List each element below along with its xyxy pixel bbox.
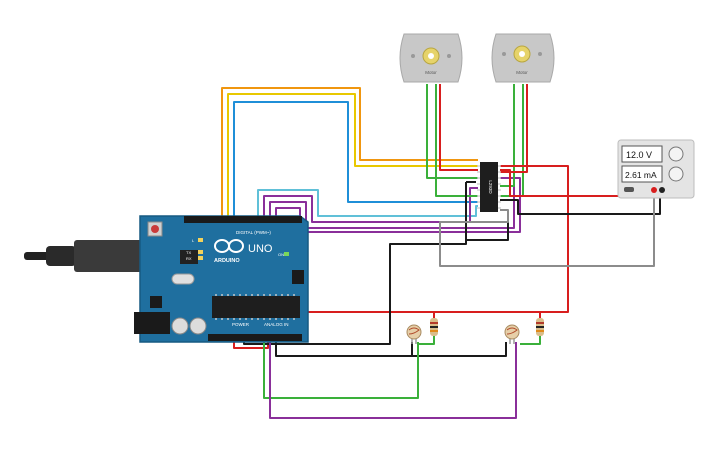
wire-green-m2a[interactable] bbox=[500, 84, 515, 187]
photoresistor-1[interactable] bbox=[406, 324, 422, 344]
photoresistor-2[interactable] bbox=[504, 324, 520, 344]
power-switch[interactable] bbox=[624, 187, 634, 192]
motor-2-label: Motor bbox=[516, 70, 528, 75]
reset-button[interactable] bbox=[151, 225, 159, 233]
positive-terminal[interactable] bbox=[651, 187, 657, 193]
l-label: L bbox=[192, 238, 195, 243]
wire-green-sensor2[interactable] bbox=[520, 336, 541, 345]
led-on bbox=[284, 252, 289, 256]
wire-black-sensor2[interactable] bbox=[412, 342, 507, 357]
power-jack bbox=[134, 312, 170, 334]
capacitor-2 bbox=[189, 317, 207, 335]
crystal bbox=[171, 273, 195, 285]
led-rx bbox=[198, 256, 203, 260]
digital-label: DIGITAL (PWM~) bbox=[236, 230, 271, 235]
tx-label: TX bbox=[186, 250, 191, 255]
driver-label: L293D bbox=[488, 180, 493, 194]
motor-driver-l293d[interactable]: L293D bbox=[477, 162, 501, 212]
voltage-value: 12.0 V bbox=[626, 150, 652, 160]
rx-label: RX bbox=[186, 256, 192, 261]
power-analog-header bbox=[208, 334, 302, 341]
led-l bbox=[198, 238, 203, 242]
motor-2[interactable]: Motor bbox=[491, 33, 555, 83]
wire-black-sensor[interactable] bbox=[275, 338, 413, 357]
wire-blue[interactable] bbox=[233, 101, 478, 222]
voltage-display bbox=[621, 145, 663, 163]
atmega-chip bbox=[212, 296, 300, 318]
wire-purple-a[interactable] bbox=[263, 187, 478, 223]
current-value: 2.61 mA bbox=[625, 170, 657, 180]
usb-chip bbox=[180, 250, 198, 264]
voltage-knob[interactable] bbox=[668, 146, 684, 162]
wire-green-sensor[interactable] bbox=[263, 338, 419, 399]
arduino-logo bbox=[214, 239, 244, 253]
wire-cyan[interactable] bbox=[257, 189, 478, 222]
wire-red-main[interactable] bbox=[439, 84, 478, 171]
icsp-header-right bbox=[292, 270, 304, 284]
wire-yellow[interactable] bbox=[227, 93, 478, 222]
capacitor-1 bbox=[171, 317, 189, 335]
wire-green-m1b[interactable] bbox=[435, 84, 478, 197]
current-display bbox=[621, 165, 663, 183]
wire-green-sensor-r[interactable] bbox=[418, 336, 435, 345]
wire-purple-sensor[interactable] bbox=[269, 338, 517, 419]
motor-1[interactable]: Motor bbox=[399, 33, 463, 83]
current-knob[interactable] bbox=[668, 166, 684, 182]
power-supply[interactable]: 12.0 V 2.61 mA bbox=[617, 139, 695, 199]
on-label: ON bbox=[278, 252, 284, 257]
arduino-model-text: UNO bbox=[248, 243, 273, 255]
wire-green-m1a[interactable] bbox=[426, 84, 478, 179]
resistor-1[interactable] bbox=[430, 318, 438, 336]
power-label: POWER bbox=[232, 322, 250, 327]
analog-label: ANALOG IN bbox=[264, 322, 289, 327]
icsp-header-left bbox=[150, 296, 162, 308]
wire-gray[interactable] bbox=[439, 192, 655, 267]
resistor-2[interactable] bbox=[536, 318, 544, 336]
negative-terminal[interactable] bbox=[659, 187, 665, 193]
arduino-board[interactable]: ARDUINO UNO DIGITAL (PWM~) POWER ANALOG … bbox=[134, 215, 309, 343]
wire-orange[interactable] bbox=[221, 87, 478, 222]
wire-black-supply[interactable] bbox=[500, 192, 661, 215]
led-tx bbox=[198, 250, 203, 254]
wire-black-gnd[interactable] bbox=[243, 182, 467, 345]
arduino-brand-text: ARDUINO bbox=[214, 258, 240, 264]
motor-1-label: Motor bbox=[425, 70, 437, 75]
digital-header bbox=[184, 216, 302, 223]
